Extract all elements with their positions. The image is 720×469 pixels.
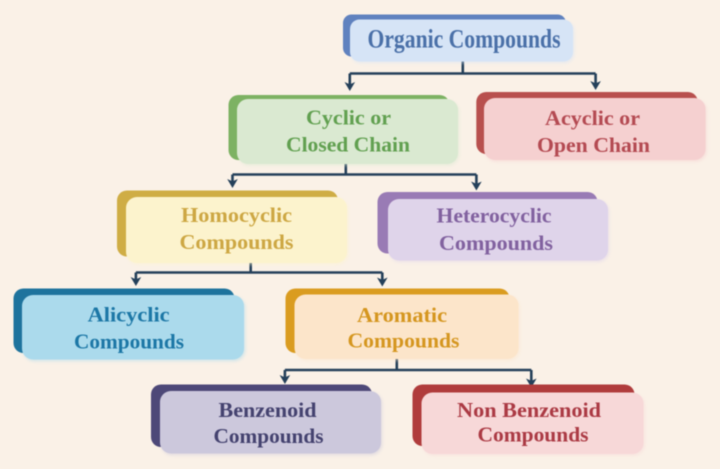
- svg-text:Compounds: Compounds: [478, 423, 589, 447]
- svg-text:Non Benzenoid: Non Benzenoid: [457, 398, 601, 422]
- svg-text:Heterocyclic: Heterocyclic: [437, 204, 552, 228]
- svg-text:Compounds: Compounds: [180, 230, 294, 254]
- svg-text:Alicyclic: Alicyclic: [88, 303, 170, 327]
- svg-text:Compounds: Compounds: [214, 424, 324, 448]
- svg-text:Organic Compounds: Organic Compounds: [368, 25, 561, 54]
- svg-text:Acyclic or: Acyclic or: [545, 106, 640, 130]
- svg-text:Compounds: Compounds: [348, 329, 460, 353]
- svg-text:Homocyclic: Homocyclic: [181, 203, 292, 227]
- svg-text:Compounds: Compounds: [439, 231, 553, 255]
- svg-text:Closed Chain: Closed Chain: [286, 133, 410, 157]
- svg-text:Compounds: Compounds: [74, 330, 184, 354]
- svg-text:Cyclic or: Cyclic or: [306, 105, 391, 129]
- svg-text:Benzenoid: Benzenoid: [219, 398, 317, 422]
- svg-text:Aromatic: Aromatic: [357, 303, 447, 327]
- svg-text:Open Chain: Open Chain: [537, 133, 650, 157]
